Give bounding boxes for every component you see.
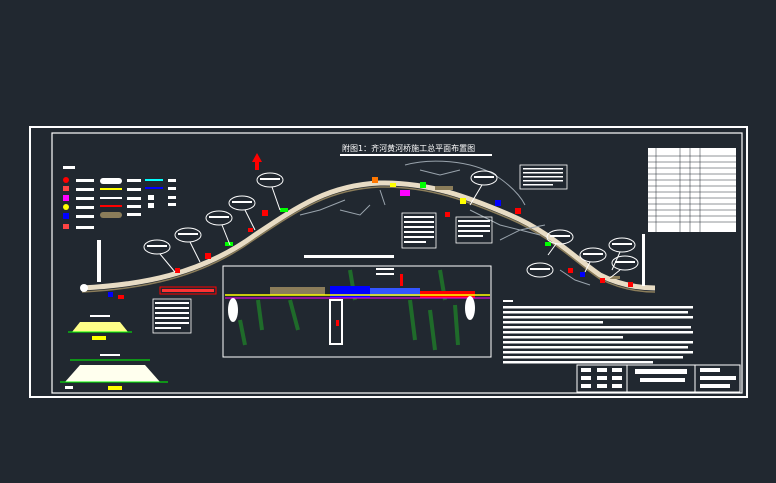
right-post [642,234,645,286]
inner-frame [51,132,743,394]
site-markers [108,177,633,299]
legend [63,166,176,229]
callout-text-lines [147,176,635,270]
road-start-node [80,284,88,292]
notes-paragraph [503,300,693,364]
side-roads [299,160,591,286]
note-boxes [152,164,568,334]
equipment-table [648,148,736,232]
road-edge [81,186,656,293]
main-road [81,180,656,291]
north-arrow-icon [252,153,262,170]
detail-inset [222,255,492,358]
left-post [97,240,101,282]
cross-sections [60,315,168,390]
drawing-title: 附图1：齐河黄河桥施工总平面布置图 [342,143,475,153]
outer-frame [29,126,748,398]
callouts [143,170,639,279]
title-block [576,364,741,393]
